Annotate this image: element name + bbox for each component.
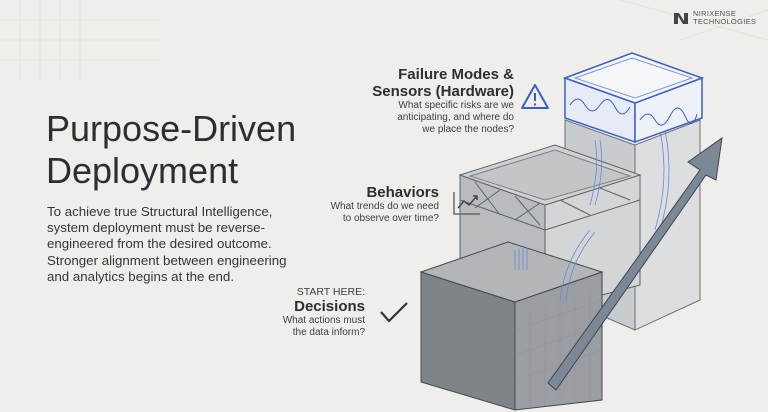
decisions-block [419, 241, 604, 411]
failure-desc-3: we place the nodes? [422, 124, 514, 135]
failure-title-1: Failure Modes & [398, 66, 514, 83]
intro-paragraph: To achieve true Structural Intelligence,… [47, 204, 287, 284]
decisions-desc-1: What actions must [282, 315, 365, 326]
decisions-desc-2: the data inform? [292, 327, 365, 338]
failure-desc-1: What specific risks are we [398, 100, 514, 111]
company-logo: NIRIXENSE TECHNOLOGIES [673, 10, 756, 26]
sensor-cables [514, 129, 670, 301]
title-line-1: Purpose-Driven [46, 108, 297, 149]
behaviors-title: Behaviors [366, 184, 439, 201]
behaviors-desc-2: to observe over time? [342, 213, 439, 224]
logo-name: NIRIXENSE [693, 9, 737, 18]
failure-desc-2: anticipating, and where do [397, 112, 514, 123]
trend-chart-icon [453, 192, 480, 215]
growth-arrow [547, 136, 723, 391]
behaviors-desc-1: What trends do we need [330, 201, 439, 212]
page-title: Purpose-Driven Deployment [46, 108, 296, 192]
logo-subtitle: TECHNOLOGIES [693, 17, 757, 26]
decisions-title: Decisions [294, 298, 365, 315]
decisions-label: START HERE: Decisions What actions must … [283, 286, 365, 339]
start-here-kicker: START HERE: [296, 286, 365, 298]
failure-title-2: Sensors (Hardware) [372, 83, 514, 100]
title-line-2: Deployment [46, 150, 239, 191]
warning-icon [521, 84, 549, 109]
failure-modes-block [562, 52, 705, 144]
behaviors-label: Behaviors What trends do we need to obse… [331, 184, 439, 225]
logo-mark-icon [674, 12, 688, 24]
failure-modes-label: Failure Modes & Sensors (Hardware) What … [372, 66, 514, 136]
checkmark-icon [380, 302, 408, 323]
